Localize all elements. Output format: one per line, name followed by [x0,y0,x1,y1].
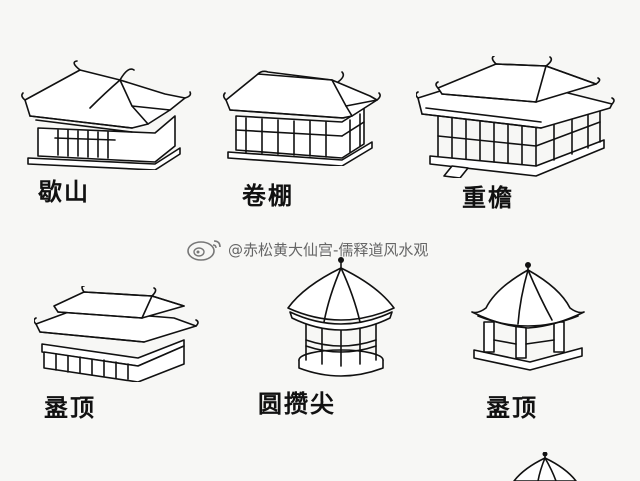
label-luding-right: 盝顶 [486,394,538,422]
watermark-text: @赤松黄大仙宫-儒释道风水观 [228,240,429,259]
label-juanpeng: 卷棚 [242,182,294,210]
label-xieshan: 歇山 [38,178,90,206]
label-chongyan: 重檐 [462,184,514,212]
label-yuan-cuanjian: 圆攒尖 [258,390,336,418]
label-luding-left: 盝顶 [44,394,96,422]
partial-pavilion-top-illustration [513,452,577,481]
weibo-icon [187,240,221,261]
chongyan-building-illustration [416,56,615,178]
xieshan-building-illustration [21,60,192,170]
luding-right-pavilion-illustration [471,262,585,371]
luding-left-building-illustration [34,286,199,382]
watermark: @赤松黄大仙宫-儒释道风水观 [186,236,428,262]
juanpeng-building-illustration [222,70,381,166]
yuan-cuanjian-pavilion-illustration [287,257,395,377]
